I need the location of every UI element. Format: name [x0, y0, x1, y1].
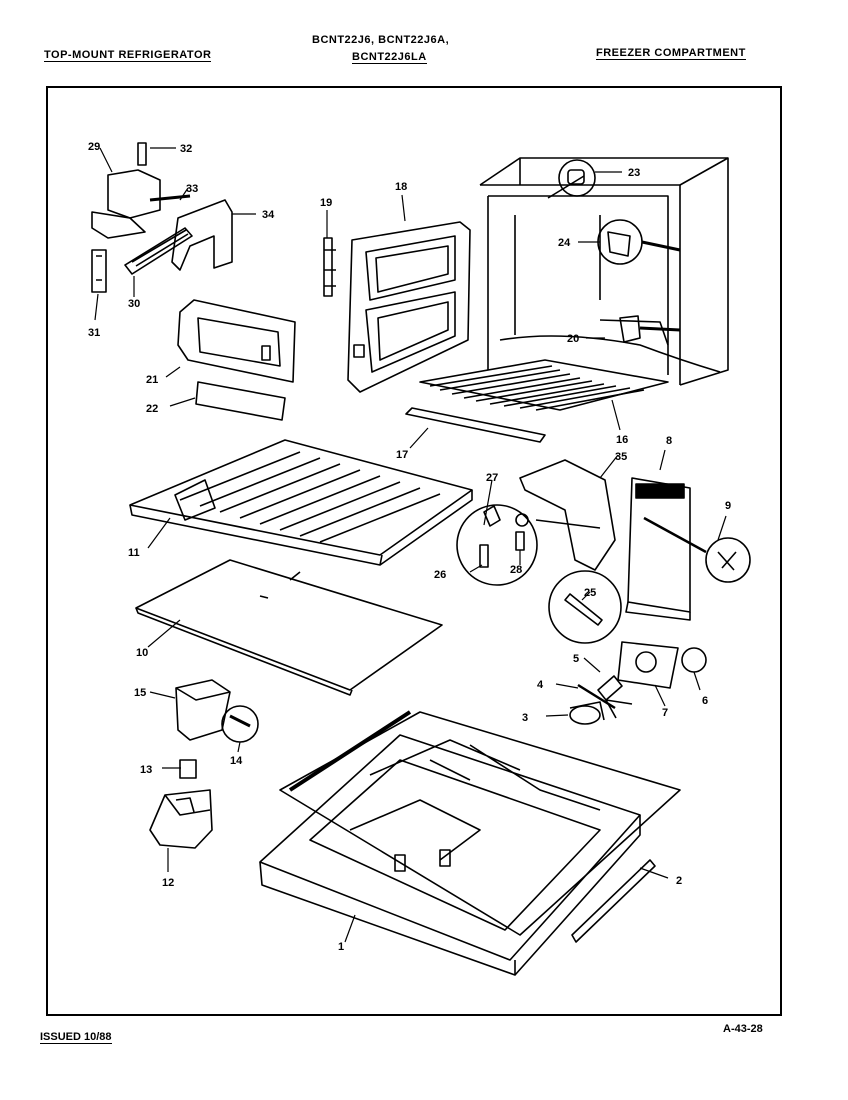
- callout-23: 23: [628, 167, 640, 179]
- callout-34: 34: [262, 209, 275, 221]
- air-duct-35: [519, 459, 616, 571]
- callout-13: 13: [140, 764, 152, 776]
- callout-4: 4: [537, 679, 544, 691]
- detail-circle-25: [548, 570, 622, 644]
- callout-16: 16: [616, 434, 628, 446]
- fan-assembly: [569, 641, 707, 725]
- ice-tray-12: [149, 789, 213, 849]
- insulation-panel-10: [135, 559, 443, 696]
- freezer-door-18: [347, 221, 471, 393]
- section-title-right: FREEZER COMPARTMENT: [596, 47, 746, 60]
- diagram-frame: [46, 86, 782, 1016]
- callout-18: 18: [395, 181, 407, 193]
- callout-29: 29: [88, 141, 100, 153]
- ice-bucket-15: [175, 679, 259, 743]
- callout-12: 12: [162, 877, 174, 889]
- clip-13: [179, 759, 197, 779]
- callout-1: 1: [338, 941, 344, 953]
- callout-31: 31: [88, 327, 100, 339]
- callout-2: 2: [676, 875, 682, 887]
- callout-24: 24: [558, 237, 571, 249]
- callout-19: 19: [320, 197, 332, 209]
- evaporator-cover-8: [625, 477, 707, 621]
- drawing-code: A-43-28: [723, 1023, 763, 1035]
- wire-shelf-16: [419, 359, 669, 411]
- callout-3: 3: [522, 712, 528, 724]
- callout-11: 11: [128, 547, 140, 559]
- detail-circle-26-28: [456, 504, 601, 586]
- callout-35: 35: [615, 451, 627, 463]
- callout-27: 27: [486, 472, 498, 484]
- light-housing-21: [177, 299, 296, 383]
- detail-circle-9: [705, 537, 751, 583]
- callout-7: 7: [662, 707, 668, 719]
- lens-22: [195, 381, 286, 421]
- doc-title-left: TOP-MOUNT REFRIGERATOR: [44, 49, 212, 62]
- callout-21: 21: [146, 374, 158, 386]
- leader-lines: [94, 147, 727, 943]
- callout-25: 25: [584, 587, 596, 599]
- callout-32: 32: [180, 143, 192, 155]
- callout-30: 30: [128, 298, 140, 310]
- model-numbers-line1: BCNT22J6, BCNT22J6A,: [312, 34, 450, 46]
- bracket-34: [171, 199, 233, 271]
- gasket-strip-2: [571, 859, 656, 943]
- callout-8: 8: [666, 435, 672, 447]
- callout-15: 15: [134, 687, 146, 699]
- freezer-shelf-11: [129, 439, 473, 566]
- callout-33: 33: [186, 183, 198, 195]
- callout-5: 5: [573, 653, 579, 665]
- callout-22: 22: [146, 403, 158, 415]
- hinge-19: [323, 237, 336, 297]
- model-numbers-line2: BCNT22J6LA: [352, 51, 427, 64]
- callout-20: 20: [567, 333, 579, 345]
- callout-9: 9: [725, 500, 731, 512]
- callout-6: 6: [702, 695, 708, 707]
- shelf-trim-17: [405, 407, 546, 443]
- thermostat-rod-30: [124, 227, 193, 275]
- callout-26: 26: [434, 569, 446, 581]
- callout-10: 10: [136, 647, 148, 659]
- freezer-pan-1: [259, 710, 681, 976]
- callout-14: 14: [230, 755, 243, 767]
- control-housing-29: [91, 142, 191, 239]
- callout-17: 17: [396, 449, 408, 461]
- switch-31: [91, 249, 107, 293]
- freezer-cabinet: [479, 157, 729, 386]
- issued-date: ISSUED 10/88: [40, 1031, 112, 1044]
- callout-28: 28: [510, 564, 522, 576]
